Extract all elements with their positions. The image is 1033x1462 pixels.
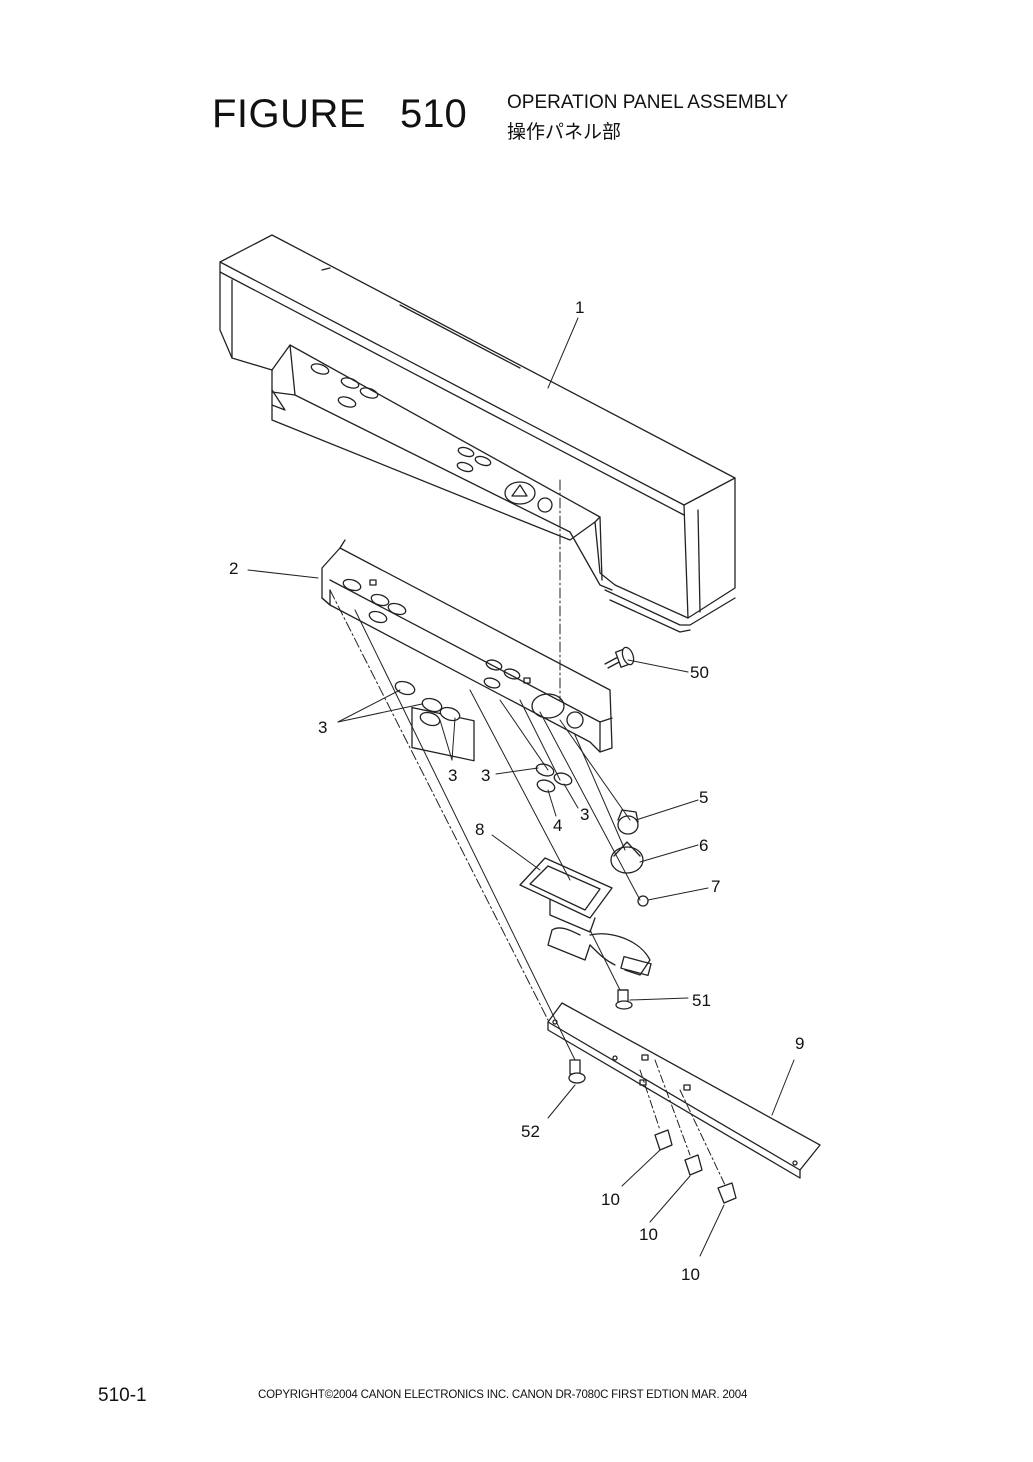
part-10-clips xyxy=(654,1129,737,1204)
figure-number: 510 xyxy=(400,92,467,136)
part-7-small-piece xyxy=(637,895,649,907)
callout-10b: 10 xyxy=(639,1225,658,1244)
part-52-screw xyxy=(568,1059,586,1084)
part-5-knob xyxy=(617,809,639,835)
callout-3c: 3 xyxy=(481,766,490,785)
part-6-dial xyxy=(610,841,644,874)
figure-label: FIGURE xyxy=(212,92,367,136)
callout-3d: 3 xyxy=(580,805,589,824)
callout-labels: 1 2 3 3 3 3 4 8 50 5 6 7 51 9 52 10 10 1… xyxy=(229,298,804,1284)
callout-10c: 10 xyxy=(681,1265,700,1284)
callout-5: 5 xyxy=(699,788,708,807)
callout-52: 52 xyxy=(521,1122,540,1141)
callout-3a: 3 xyxy=(318,718,327,737)
leader-lines xyxy=(247,317,795,1257)
part-2-button-frame xyxy=(321,539,613,762)
callout-3b: 3 xyxy=(448,766,457,785)
callout-4: 4 xyxy=(553,816,562,835)
alignment-lines xyxy=(329,479,726,1186)
figure-title-en: OPERATION PANEL ASSEMBLY xyxy=(507,92,789,113)
part-8-lcd-module xyxy=(519,857,652,977)
figure-title-jp: 操作パネル部 xyxy=(507,122,622,143)
copyright-notice: COPYRIGHT©2004 CANON ELECTRONICS INC. CA… xyxy=(258,1389,748,1401)
button-caps xyxy=(394,680,573,793)
callout-9: 9 xyxy=(795,1034,804,1053)
part-9-circuit-board xyxy=(547,1002,821,1179)
callout-6: 6 xyxy=(699,836,708,855)
page-number: 510-1 xyxy=(98,1385,147,1406)
part-50-screw xyxy=(604,646,635,669)
callout-8: 8 xyxy=(475,820,484,839)
callout-1: 1 xyxy=(575,298,584,317)
part-51-screw xyxy=(615,989,633,1010)
callout-2: 2 xyxy=(229,559,238,578)
callout-7: 7 xyxy=(711,877,720,896)
callout-10a: 10 xyxy=(601,1190,620,1209)
callout-50: 50 xyxy=(690,663,709,682)
callout-51: 51 xyxy=(692,991,711,1010)
part-1-panel-cover xyxy=(219,234,736,633)
